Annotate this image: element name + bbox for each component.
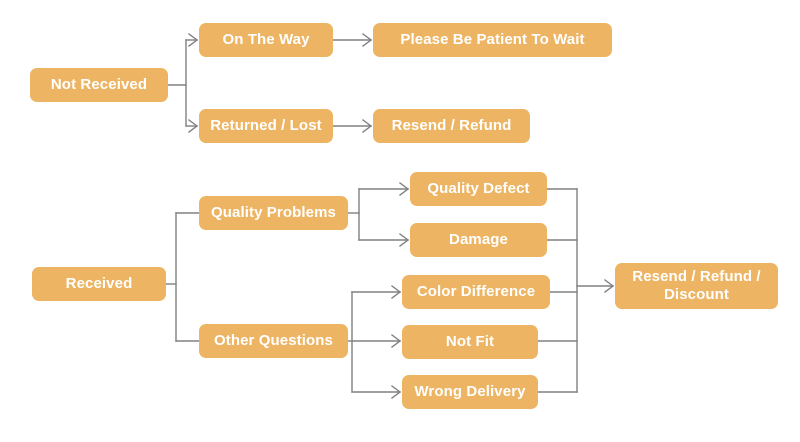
node-not-fit[interactable]: Not Fit [402,325,538,359]
arrowhead-returned-lost [188,119,199,133]
node-resend-refund[interactable]: Resend / Refund [373,109,530,143]
arrowhead-on-the-way [188,33,199,47]
node-on-the-way[interactable]: On The Way [199,23,333,57]
node-returned-lost[interactable]: Returned / Lost [199,109,333,143]
arrowhead-quality-defect [399,182,410,196]
arrowhead-not-fit [391,334,402,348]
node-not-received[interactable]: Not Received [30,68,168,102]
node-quality-problems[interactable]: Quality Problems [199,196,348,230]
node-received[interactable]: Received [32,267,166,301]
arrowhead-damage [399,233,410,247]
node-wrong-delivery[interactable]: Wrong Delivery [402,375,538,409]
arrowhead-wrong-delivery [391,385,402,399]
arrowhead-color-difference [391,285,402,299]
node-damage[interactable]: Damage [410,223,547,257]
node-resend-refund-discount[interactable]: Resend / Refund / Discount [615,263,778,309]
arrowhead-be-patient [362,33,373,47]
node-please-be-patient-to-wait[interactable]: Please Be Patient To Wait [373,23,612,57]
node-color-difference[interactable]: Color Difference [402,275,550,309]
arrowhead-resend-refund [362,119,373,133]
arrowhead-final [604,279,615,293]
node-quality-defect[interactable]: Quality Defect [410,172,547,206]
node-other-questions[interactable]: Other Questions [199,324,348,358]
